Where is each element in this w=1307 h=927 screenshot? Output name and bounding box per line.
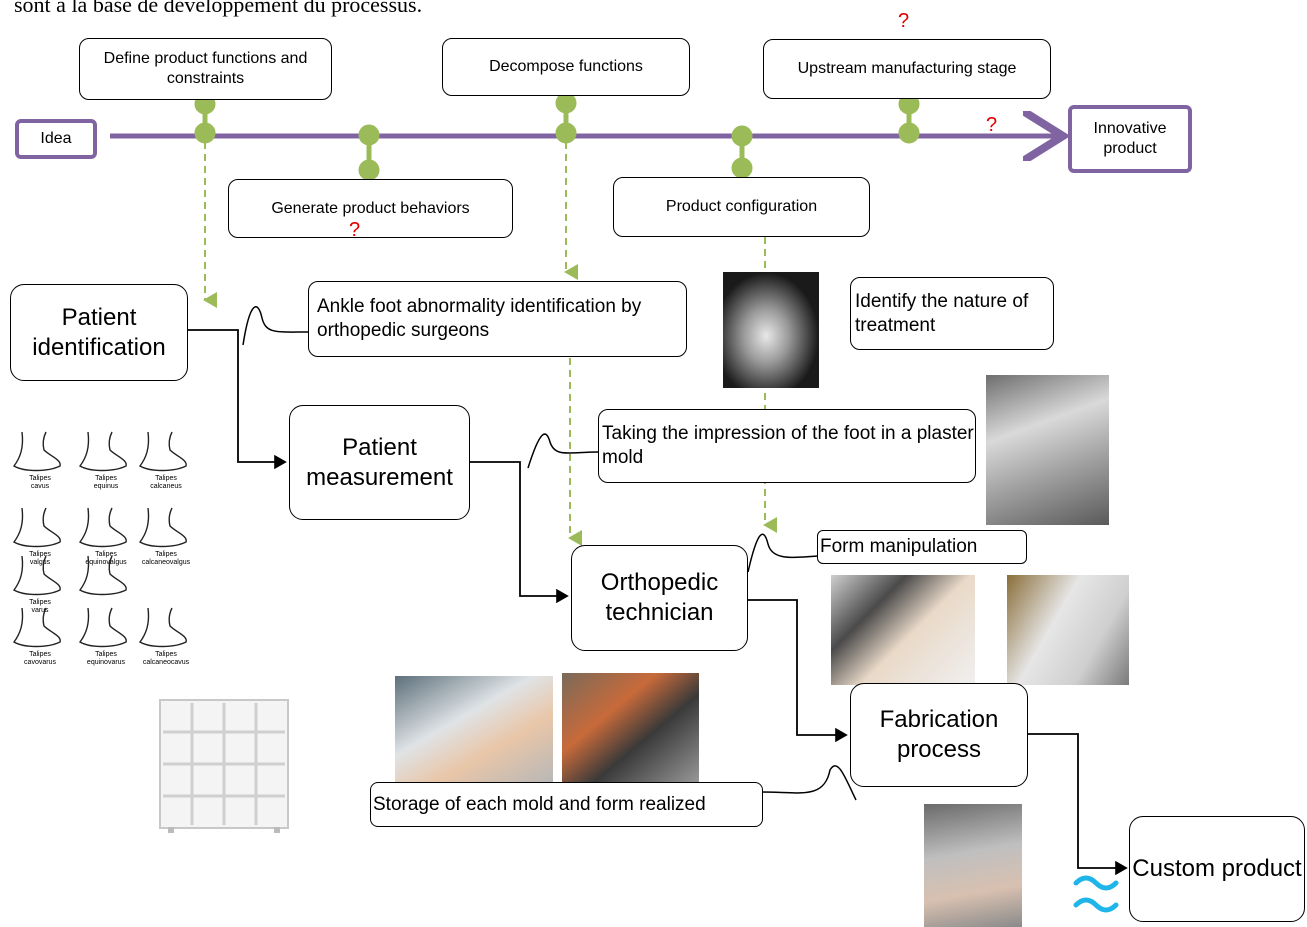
note-storage-mold: Storage of each mold and form realized: [370, 782, 763, 827]
foot-chart-label: Talipes: [95, 551, 117, 558]
foot-chart-label: calcaneus: [150, 483, 182, 490]
question-mark: ?: [986, 114, 998, 136]
foot-chart-label: varus: [31, 607, 49, 614]
foot-chart-label: Talipes: [155, 551, 177, 558]
foot-chart-label: Talipes: [29, 599, 51, 606]
foot-chart-label: Talipes: [29, 651, 51, 658]
foot-chart-label: equinovarus: [87, 659, 126, 666]
foot-sketch-icon: [138, 507, 187, 548]
custom-product-photo: [924, 804, 1022, 927]
foot-chart-label: Talipes: [29, 475, 51, 482]
milestone-connectors: [194, 92, 920, 181]
foot-chart-label: valgus: [30, 559, 51, 566]
approx-waves-icon: [1073, 875, 1119, 913]
callout-braces: [242, 306, 857, 801]
foot-chart-label: equinus: [94, 483, 119, 490]
plaster-mold-photo: [986, 375, 1109, 525]
foot-chart-label: Talipes: [155, 475, 177, 482]
node-custom-product: Custom product: [1129, 816, 1305, 922]
stage-upstream-manufacturing: Upstream manufacturing stage: [763, 39, 1051, 99]
foot-chart-label: Talipes: [155, 651, 177, 658]
stage-define-functions: Define product functions and constraints: [79, 38, 332, 100]
question-mark: ?: [349, 219, 361, 241]
form-manipulation-photo-1: [831, 575, 975, 685]
foot-sketch-icon: [138, 607, 187, 648]
foot-abnormality-chart: TalipescavusTalipesequinusTalipescalcane…: [12, 431, 191, 666]
foot-chart-label: cavovarus: [24, 659, 56, 666]
node-patient-measurement: Patient measurement: [289, 405, 470, 520]
foot-sketch-icon: [138, 431, 187, 472]
note-form-manipulation: Form manipulation: [817, 530, 1027, 564]
flow-links: [188, 329, 1128, 876]
fabrication-photo-1: [395, 676, 553, 784]
foot-chart-label: equinovalgus: [85, 559, 127, 566]
storage-shelf-icon: [159, 699, 289, 833]
form-manipulation-photo-2: [1007, 575, 1129, 685]
foot-sketch-icon: [12, 507, 61, 548]
note-ankle-foot-identification: Ankle foot abnormality identification by…: [308, 281, 687, 357]
foot-chart-label: Talipes: [29, 551, 51, 558]
foot-sketch-icon: [78, 555, 127, 596]
stage-product-configuration: Product configuration: [613, 177, 870, 237]
foot-sketch-icon: [12, 555, 61, 596]
foot-chart-label: Talipes: [95, 651, 117, 658]
foot-sketch-icon: [78, 607, 127, 648]
stage-decompose-functions: Decompose functions: [442, 38, 690, 96]
foot-sketch-icon: [12, 431, 61, 472]
timeline-start-idea: Idea: [15, 119, 97, 159]
note-impression-plaster-mold: Taking the impression of the foot in a p…: [598, 409, 976, 483]
foot-chart-label: cavus: [31, 483, 50, 490]
fabrication-photo-2: [562, 673, 699, 785]
question-mark: ?: [898, 10, 910, 32]
foot-sketch-icon: [78, 431, 127, 472]
node-orthopedic-technician: Orthopedic technician: [571, 545, 748, 651]
node-fabrication-process: Fabrication process: [850, 683, 1028, 787]
node-patient-identification: Patient identification: [10, 284, 188, 381]
foot-sketch-icon: [12, 607, 61, 648]
intro-text: sont à la base de développement du proce…: [14, 0, 423, 17]
stage-generate-behaviors: Generate product behaviors: [228, 179, 513, 238]
note-identify-treatment: Identify the nature of treatment: [850, 277, 1054, 350]
foot-chart-label: calcaneocavus: [143, 659, 190, 666]
foot-sketch-icon: [78, 507, 127, 548]
foot-chart-label: Talipes: [95, 475, 117, 482]
timeline-end-innovative-product: Innovative product: [1068, 105, 1192, 173]
foot-chart-label: calcaneovalgus: [142, 559, 191, 566]
xray-image: [723, 272, 819, 388]
